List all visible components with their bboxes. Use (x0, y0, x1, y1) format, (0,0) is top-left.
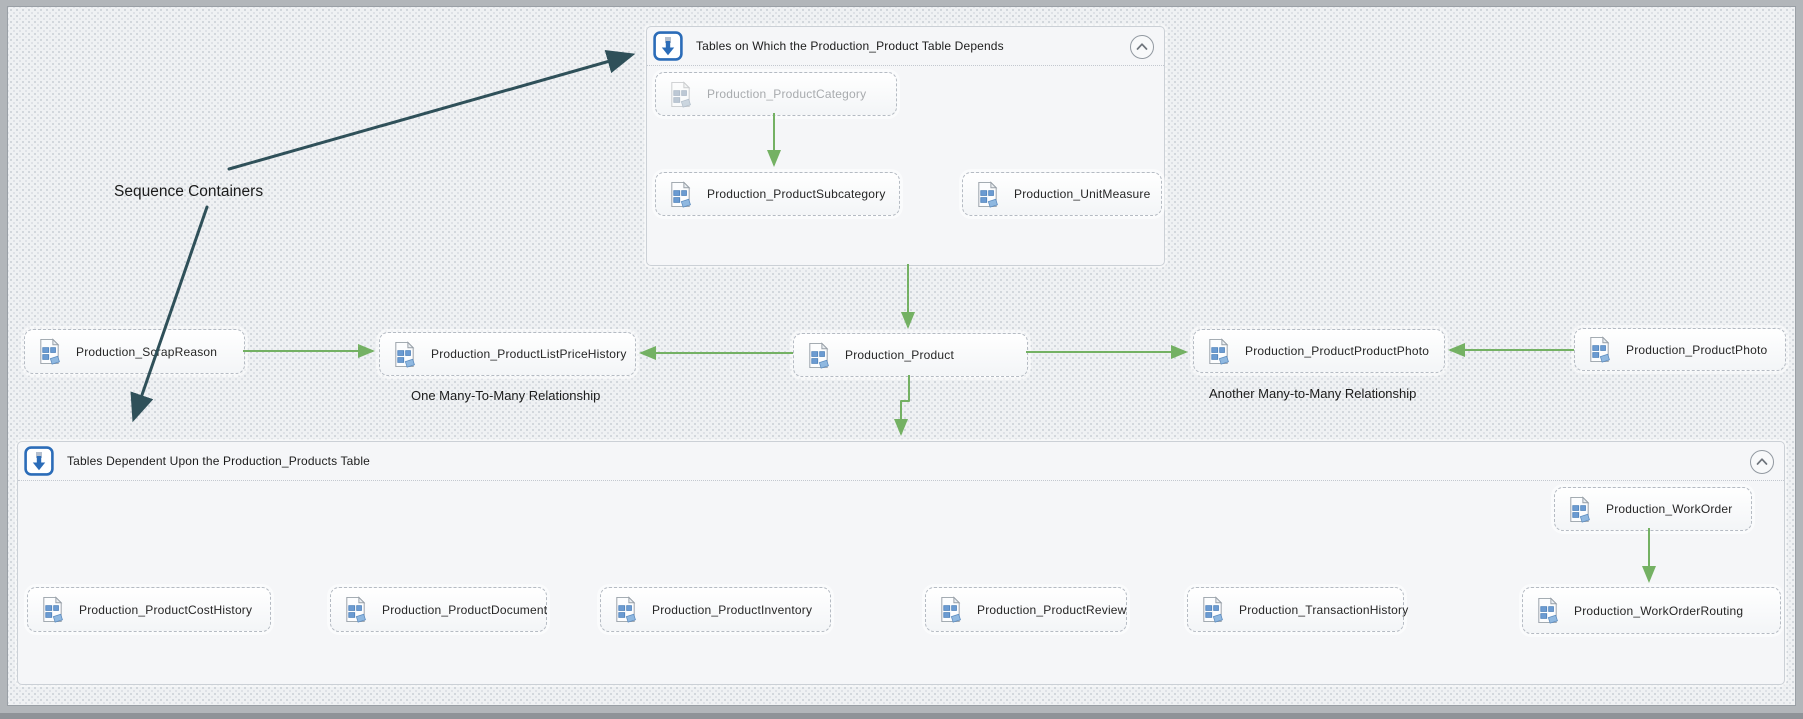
data-flow-task-icon (1566, 495, 1593, 524)
data-flow-task-icon (1199, 595, 1226, 624)
data-flow-task-icon (1586, 335, 1613, 364)
sequence-container-title: Tables on Which the Production_Product T… (696, 39, 1004, 53)
task-label: Production_ProductListPriceHistory (431, 347, 627, 361)
task-production-productreview[interactable]: Production_ProductReview (925, 587, 1127, 632)
task-label: Production_ProductProductPhoto (1245, 344, 1430, 358)
task-production-productsubcategory[interactable]: Production_ProductSubcategory (655, 172, 900, 216)
task-production-transactionhistory[interactable]: Production_TransactionHistory (1187, 587, 1408, 632)
task-label: Production_ProductCostHistory (79, 602, 253, 617)
task-label: Production_WorkOrderRouting (1574, 603, 1744, 618)
task-production-product[interactable]: Production_Product (793, 333, 1028, 377)
data-flow-task-icon (805, 341, 832, 370)
task-production-productproductphoto[interactable]: Production_ProductProductPhoto (1193, 329, 1445, 373)
sequence-container-icon (653, 31, 683, 61)
task-label: Production_ProductReview (977, 602, 1127, 617)
task-label: Production_ProductInventory (652, 602, 813, 617)
data-flow-task-icon (937, 595, 964, 624)
task-production-scrapreason[interactable]: Production_ScrapReason (24, 329, 245, 374)
chevron-up-icon (1751, 451, 1773, 473)
data-flow-task-icon (667, 80, 694, 109)
annotation-sequence-containers: Sequence Containers (114, 183, 264, 200)
task-production-productinventory[interactable]: Production_ProductInventory (600, 587, 831, 632)
task-production-unitmeasure[interactable]: Production_UnitMeasure (962, 172, 1162, 216)
task-label: Production_ProductCategory (707, 87, 867, 101)
data-flow-task-icon (974, 180, 1001, 209)
task-label: Production_ProductSubcategory (707, 187, 886, 201)
task-label: Production_UnitMeasure (1014, 187, 1151, 201)
task-label: Production_WorkOrder (1606, 502, 1733, 516)
data-flow-task-icon (667, 180, 694, 209)
task-production-productlistpricehistory[interactable]: Production_ProductListPriceHistory (379, 332, 636, 376)
task-production-productcosthistory[interactable]: Production_ProductCostHistory (27, 587, 271, 632)
task-production-productcategory[interactable]: Production_ProductCategory (655, 72, 897, 116)
data-flow-task-icon (39, 595, 66, 624)
data-flow-task-icon (1205, 337, 1232, 366)
collapse-button[interactable] (1750, 450, 1774, 474)
task-label: Production_TransactionHistory (1239, 602, 1409, 617)
task-label: Production_Product (845, 348, 954, 362)
task-label: Production_ProductPhoto (1626, 342, 1768, 357)
chevron-up-icon (1131, 36, 1153, 58)
sequence-container-title: Tables Dependent Upon the Production_Pro… (67, 454, 370, 468)
data-flow-task-icon (36, 337, 63, 366)
sequence-container-dependent-upon[interactable]: Tables Dependent Upon the Production_Pro… (17, 441, 1785, 685)
data-flow-task-icon (612, 595, 639, 624)
task-production-productdocument[interactable]: Production_ProductDocument (330, 587, 547, 632)
task-production-productphoto[interactable]: Production_ProductPhoto (1574, 328, 1786, 371)
design-surface[interactable]: Tables on Which the Production_Product T… (7, 6, 1796, 706)
sequence-container-depends-on[interactable]: Tables on Which the Production_Product T… (646, 26, 1165, 266)
connector-product-to-container2 (894, 375, 910, 436)
sequence-container-header[interactable]: Tables on Which the Production_Product T… (647, 27, 1164, 66)
task-label: Production_ProductDocument (382, 602, 548, 617)
annotation-one-many-to-many: One Many-To-Many Relationship (411, 388, 601, 403)
task-production-workorder[interactable]: Production_WorkOrder (1554, 487, 1752, 531)
collapse-button[interactable] (1130, 35, 1154, 59)
annotation-arrow-to-bottom-container (130, 205, 209, 423)
data-flow-task-icon (1534, 596, 1561, 625)
task-label: Production_ScrapReason (76, 344, 218, 359)
sequence-container-header[interactable]: Tables Dependent Upon the Production_Pro… (18, 442, 1784, 481)
task-production-workorderrouting[interactable]: Production_WorkOrderRouting (1522, 587, 1781, 634)
data-flow-task-icon (391, 340, 418, 369)
data-flow-task-icon (342, 595, 369, 624)
annotation-arrow-to-top-container (227, 50, 636, 171)
sequence-container-icon (24, 446, 54, 476)
annotation-another-many-to-many: Another Many-to-Many Relationship (1209, 386, 1417, 401)
window-border (0, 713, 1803, 719)
